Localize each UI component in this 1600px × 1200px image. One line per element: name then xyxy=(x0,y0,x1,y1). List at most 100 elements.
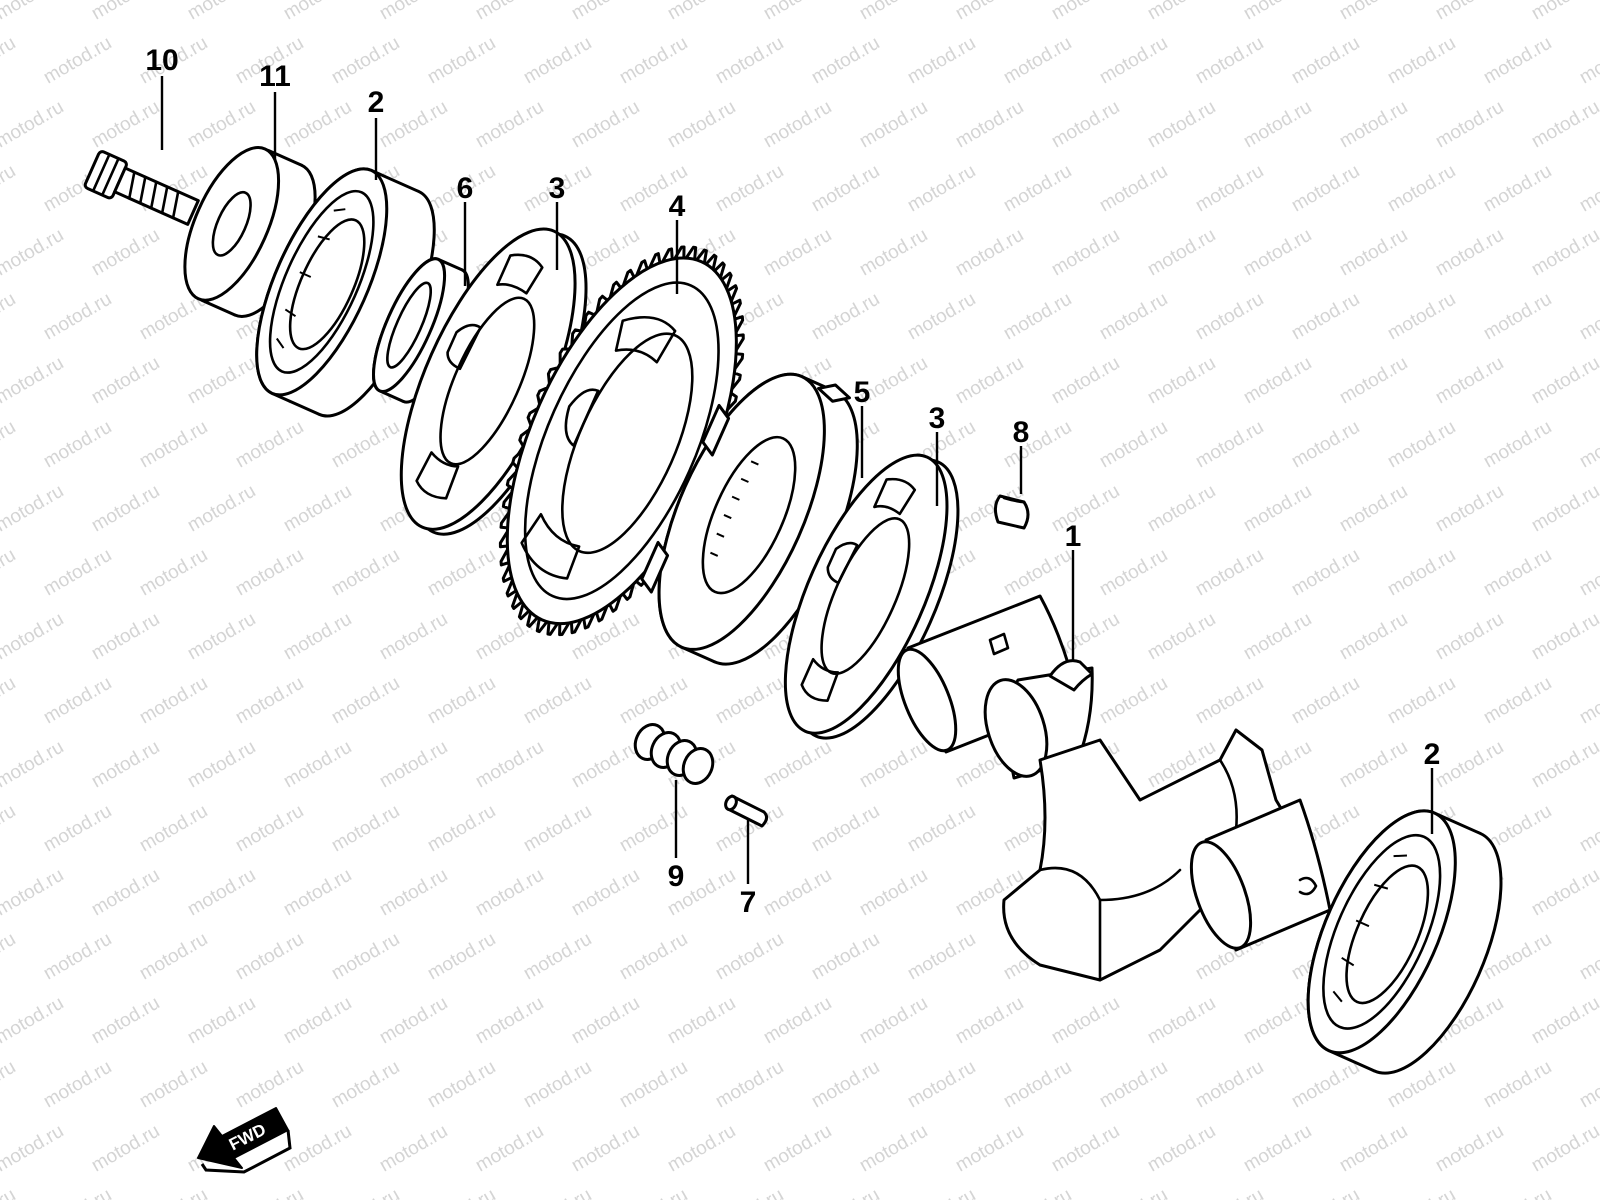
watermark-text: motod.ru xyxy=(328,1185,403,1200)
watermark-text: motod.ru xyxy=(1288,673,1363,729)
watermark-text: motod.ru xyxy=(664,1121,739,1177)
watermark-text: motod.ru xyxy=(1528,865,1600,921)
watermark-text: motod.ru xyxy=(88,225,163,281)
watermark-text: motod.ru xyxy=(616,673,691,729)
watermark-text: motod.ru xyxy=(40,417,115,473)
watermark-text: motod.ru xyxy=(1336,1121,1411,1177)
watermark-text: motod.ru xyxy=(1144,609,1219,665)
watermark-text: motod.ru xyxy=(1432,1121,1507,1177)
watermark-text: motod.ru xyxy=(1528,1121,1600,1177)
watermark-text: motod.ru xyxy=(280,0,355,24)
watermark-text: motod.ru xyxy=(1240,481,1315,537)
watermark-text: motod.ru xyxy=(1528,481,1600,537)
watermark-text: motod.ru xyxy=(1480,1185,1555,1200)
watermark-text: motod.ru xyxy=(568,97,643,153)
watermark-text: motod.ru xyxy=(1240,353,1315,409)
watermark-text: motod.ru xyxy=(0,481,67,537)
watermark-text: motod.ru xyxy=(88,865,163,921)
watermark-text: motod.ru xyxy=(1192,545,1267,601)
watermark-text: motod.ru xyxy=(40,929,115,985)
watermark-text: motod.ru xyxy=(1048,993,1123,1049)
watermark-text: motod.ru xyxy=(40,289,115,345)
watermark-text: motod.ru xyxy=(0,161,19,217)
watermark-text: motod.ru xyxy=(0,737,67,793)
watermark-text: motod.ru xyxy=(328,417,403,473)
watermark-text: motod.ru xyxy=(568,1121,643,1177)
watermark-text: motod.ru xyxy=(1576,801,1600,857)
watermark-text: motod.ru xyxy=(280,993,355,1049)
watermark-text: motod.ru xyxy=(1048,1121,1123,1177)
watermark-text: motod.ru xyxy=(376,993,451,1049)
watermark-text: motod.ru xyxy=(1288,161,1363,217)
watermark-text: motod.ru xyxy=(0,1185,19,1200)
watermark-text: motod.ru xyxy=(616,929,691,985)
watermark-text: motod.ru xyxy=(1528,353,1600,409)
part-plate-lower xyxy=(783,453,960,740)
watermark-text: motod.ru xyxy=(616,1057,691,1113)
watermark-text: motod.ru xyxy=(1144,225,1219,281)
watermark-text: motod.ru xyxy=(424,929,499,985)
watermark-text: motod.ru xyxy=(1048,481,1123,537)
watermark-text: motod.ru xyxy=(1432,225,1507,281)
watermark-text: motod.ru xyxy=(1240,609,1315,665)
watermark-text: motod.ru xyxy=(0,993,67,1049)
watermark-text: motod.ru xyxy=(0,865,67,921)
watermark-text: motod.ru xyxy=(1480,545,1555,601)
watermark-text: motod.ru xyxy=(1480,673,1555,729)
watermark-text: motod.ru xyxy=(1528,97,1600,153)
watermark-text: motod.ru xyxy=(1576,673,1600,729)
watermark-text: motod.ru xyxy=(1480,161,1555,217)
watermark-text: motod.ru xyxy=(904,1185,979,1200)
callout-5: 5 xyxy=(854,376,871,409)
watermark-text: motod.ru xyxy=(856,1121,931,1177)
watermark-text: motod.ru xyxy=(1384,673,1459,729)
watermark-text: motod.ru xyxy=(568,0,643,24)
watermark-text: motod.ru xyxy=(136,929,211,985)
watermark-text: motod.ru xyxy=(1432,737,1507,793)
watermark-text: motod.ru xyxy=(40,1185,115,1200)
callout-8: 8 xyxy=(1013,416,1030,449)
watermark-text: motod.ru xyxy=(568,865,643,921)
watermark-text: motod.ru xyxy=(520,801,595,857)
callout-labels: 10 11 2 6 3 4 5 3 8 1 2 9 7 xyxy=(145,44,1440,919)
watermark-text: motod.ru xyxy=(472,737,547,793)
watermark-text: motod.ru xyxy=(520,1057,595,1113)
watermark-text: motod.ru xyxy=(712,1057,787,1113)
watermark-text: motod.ru xyxy=(136,1185,211,1200)
watermark-text: motod.ru xyxy=(136,801,211,857)
watermark-text: motod.ru xyxy=(712,161,787,217)
watermark-text: motod.ru xyxy=(1096,289,1171,345)
watermark-text: motod.ru xyxy=(1192,1185,1267,1200)
watermark-text: motod.ru xyxy=(1432,481,1507,537)
watermark-text: motod.ru xyxy=(1240,993,1315,1049)
watermark-text: motod.ru xyxy=(0,225,67,281)
watermark-text: motod.ru xyxy=(424,1057,499,1113)
watermark-text: motod.ru xyxy=(40,673,115,729)
watermark-text: motod.ru xyxy=(376,737,451,793)
watermark-text: motod.ru xyxy=(712,929,787,985)
watermark-text: motod.ru xyxy=(760,225,835,281)
watermark-text: motod.ru xyxy=(1144,481,1219,537)
watermark-text: motod.ru xyxy=(1144,97,1219,153)
watermark-text: motod.ru xyxy=(1288,545,1363,601)
callout-11: 11 xyxy=(259,60,291,93)
watermark-text: motod.ru xyxy=(712,1185,787,1200)
watermark-text: motod.ru xyxy=(328,929,403,985)
watermark-text: motod.ru xyxy=(1432,609,1507,665)
watermark-text: motod.ru xyxy=(328,801,403,857)
watermark-text: motod.ru xyxy=(1576,545,1600,601)
watermark-text: motod.ru xyxy=(1096,545,1171,601)
watermark-text: motod.ru xyxy=(88,481,163,537)
watermark-text: motod.ru xyxy=(328,545,403,601)
watermark-text: motod.ru xyxy=(1384,289,1459,345)
watermark-text: motod.ru xyxy=(88,609,163,665)
watermark-text: motod.ru xyxy=(88,737,163,793)
watermark-text: motod.ru xyxy=(1144,0,1219,24)
watermark-text: motod.ru xyxy=(40,801,115,857)
watermark-text: motod.ru xyxy=(952,225,1027,281)
watermark-text: motod.ru xyxy=(136,673,211,729)
watermark-text: motod.ru xyxy=(0,545,19,601)
watermark-text: motod.ru xyxy=(1336,97,1411,153)
watermark-text: motod.ru xyxy=(1384,161,1459,217)
